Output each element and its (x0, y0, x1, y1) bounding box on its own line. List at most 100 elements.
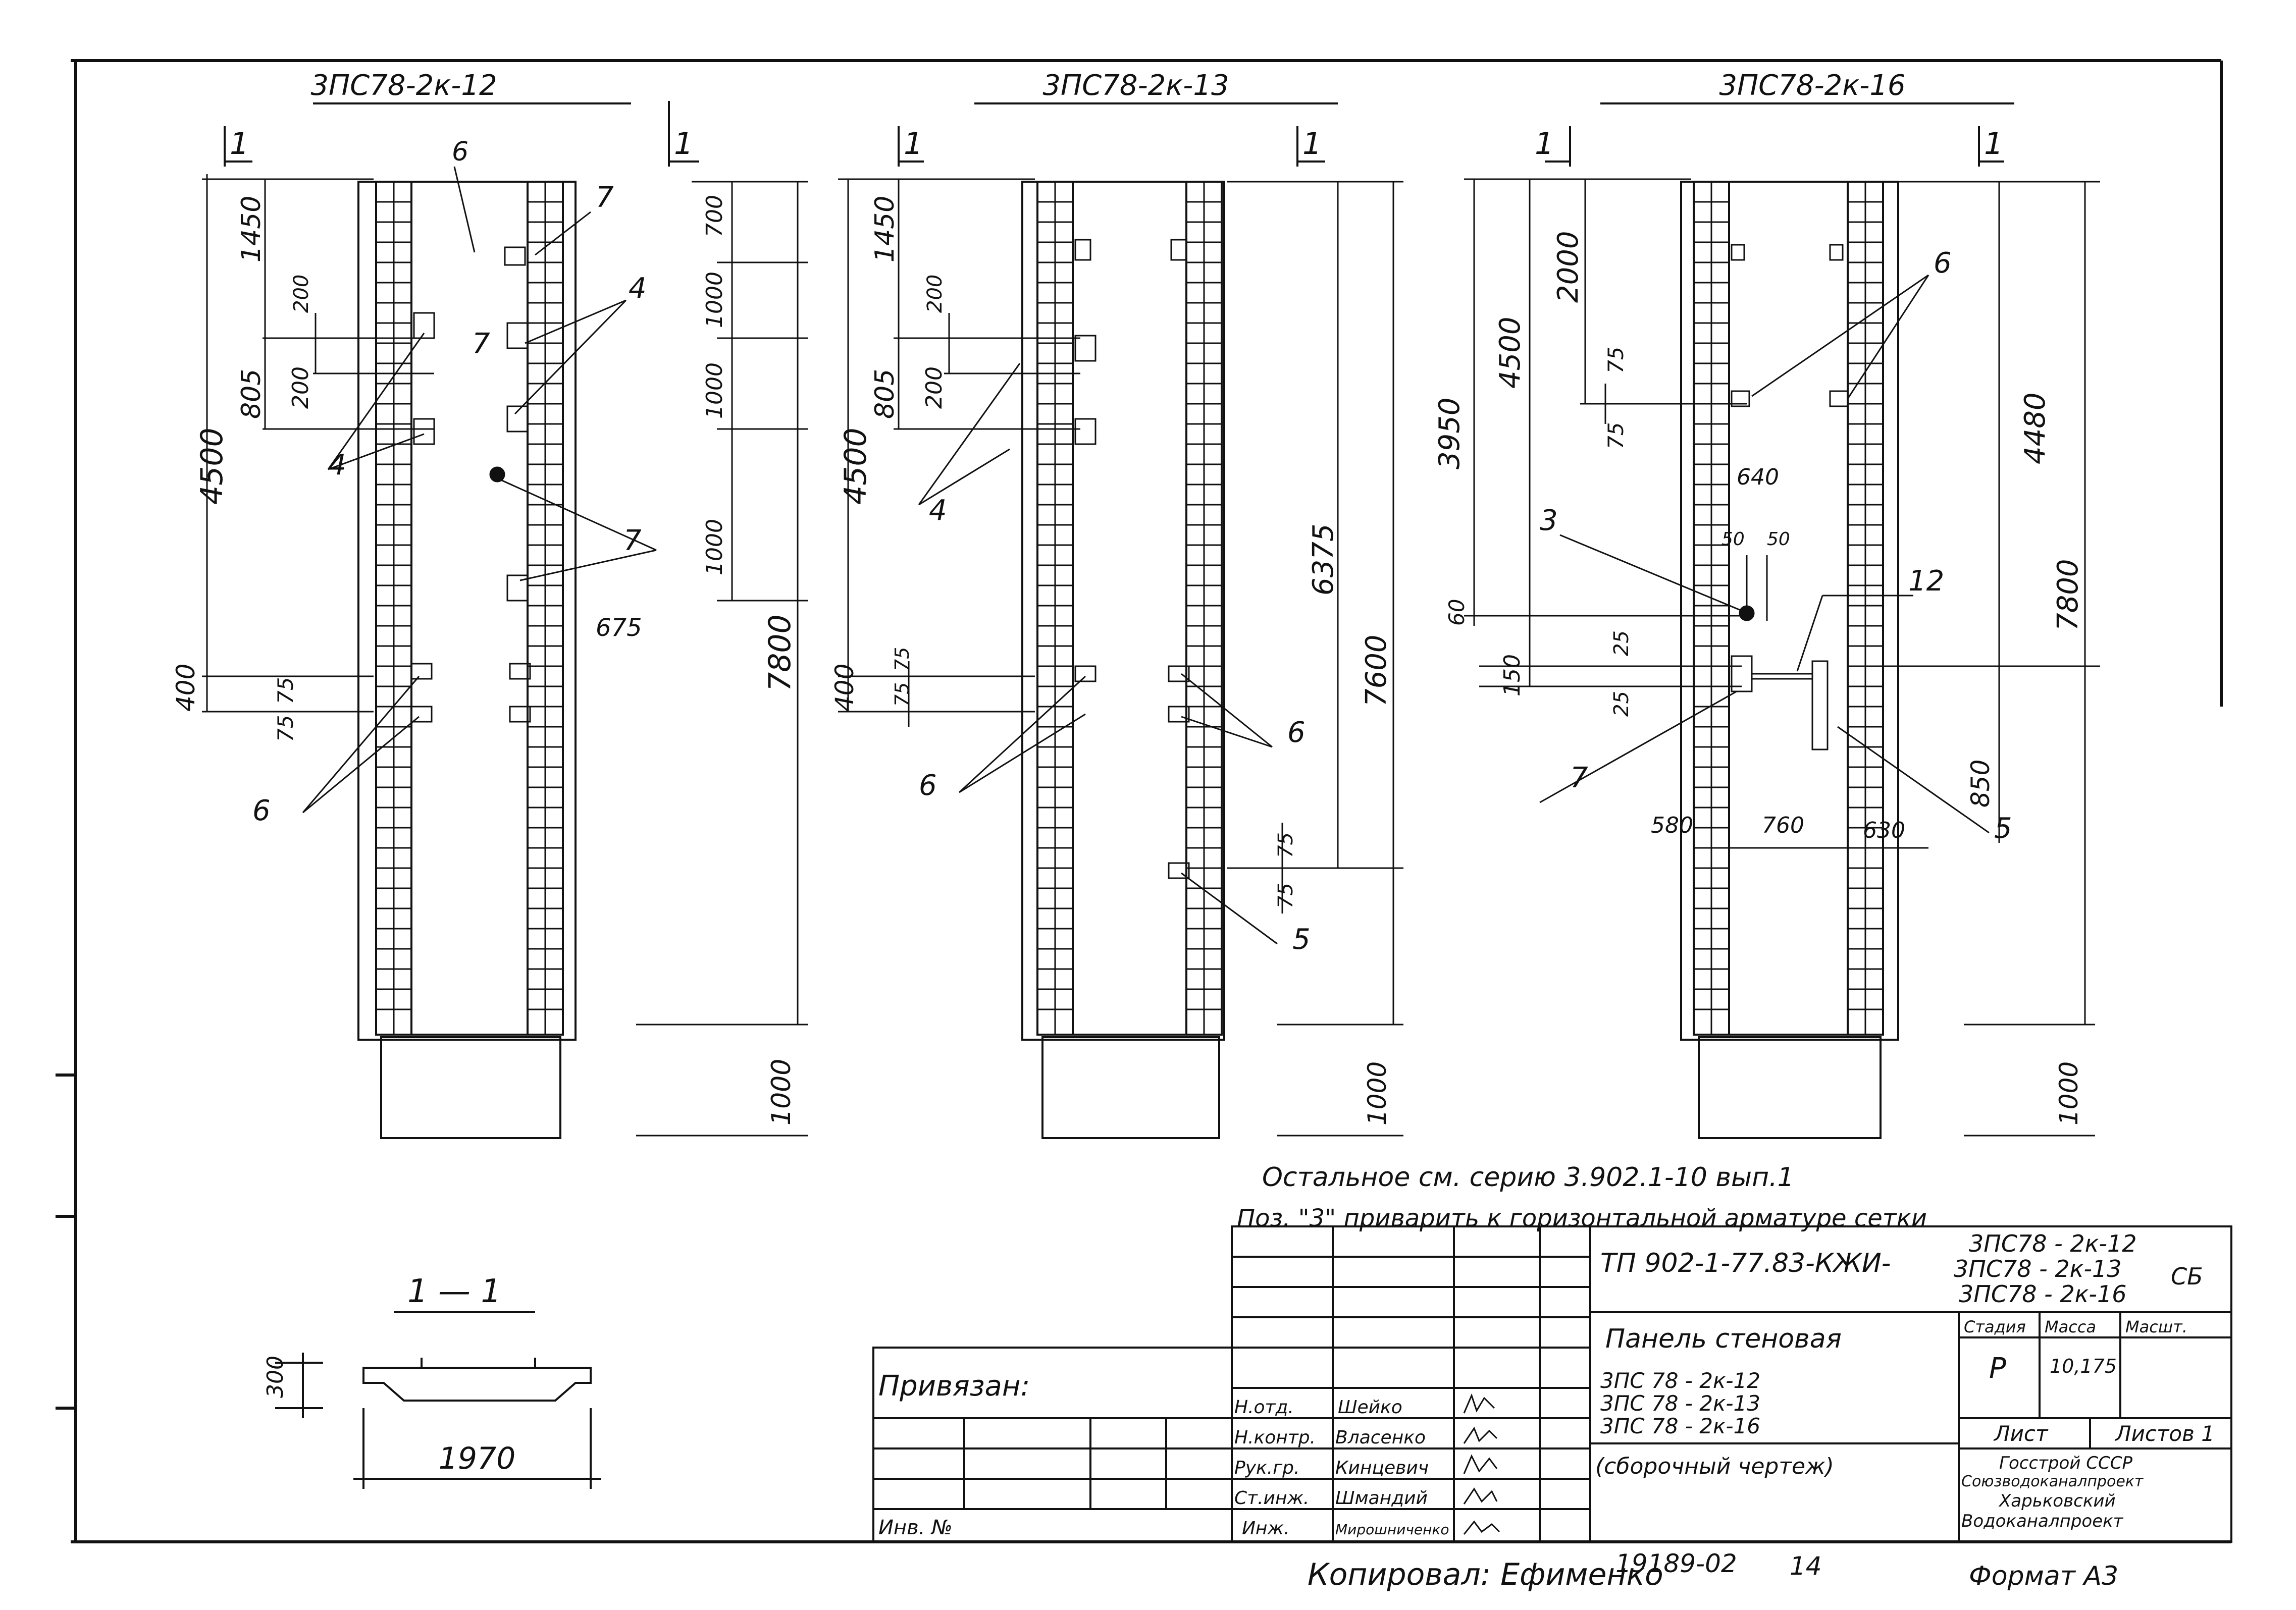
item: 3ПС 78 - 2к-13 (1600, 1391, 1760, 1416)
role: Инж. (1242, 1518, 1289, 1539)
dim: 760 (1762, 813, 1804, 838)
mark: 3ПС78 - 2к-13 (1954, 1255, 2122, 1282)
sheet-format: Формат А3 (1969, 1561, 2118, 1591)
section-mark: 1 (1535, 126, 1554, 162)
callout: 6 (919, 769, 937, 802)
note: Поз. "3" приварить к горизонтальной арма… (1237, 1204, 1927, 1232)
callout: 6 (1287, 716, 1306, 749)
dim: 3950 (1433, 397, 1466, 469)
section-mark: 1 (1984, 126, 2003, 162)
mass: 10,175 (2050, 1355, 2117, 1377)
title-block (872, 1225, 2232, 1543)
dim: 805 (870, 369, 900, 419)
dim: 4480 (2019, 392, 2052, 464)
org: Водоканалпроект (1961, 1511, 2124, 1531)
dim: 1450 (236, 196, 267, 262)
dim: 1450 (870, 196, 900, 262)
mark: 3ПС78 - 2к-16 (1959, 1280, 2127, 1308)
dim: 75 (1274, 883, 1297, 908)
dim: 150 (1499, 654, 1525, 696)
role: Рук.гр. (1234, 1458, 1299, 1478)
dim: 640 (1737, 464, 1779, 490)
dim: 200 (921, 366, 947, 409)
dim: 75 (1603, 347, 1628, 373)
dim: 700 (702, 195, 727, 237)
section-mark: 1 (230, 126, 249, 162)
person: Кинцевич (1335, 1458, 1429, 1478)
section-mark: 1 (904, 126, 923, 162)
panel-2: 3ПС78-2к-13 1 1 (830, 69, 1403, 1139)
dim: 850 (1966, 760, 1995, 808)
archive-number: 19189-02 (1615, 1549, 1737, 1578)
inv-label: Инв. № (878, 1516, 953, 1539)
dim: 1000 (766, 1059, 797, 1125)
panel-title: 3ПС78-2к-16 (1719, 69, 1905, 102)
dim: 805 (236, 369, 267, 419)
mark: 3ПС78 - 2к-12 (1969, 1230, 2137, 1257)
dim: 75 (891, 682, 913, 707)
panel-title: 3ПС78-2к-13 (1042, 69, 1229, 102)
scale-header: Масшт. (2125, 1317, 2187, 1336)
callout: 7 (596, 181, 614, 214)
dim: 75 (891, 647, 913, 671)
dim: 675 (596, 614, 642, 642)
dim: 1000 (1363, 1061, 1392, 1125)
dim: 400 (171, 664, 200, 712)
dim: 75 (1603, 422, 1628, 449)
dim: 1000 (702, 362, 727, 419)
panel-3: 3ПС78-2к-16 1 1 (1433, 69, 2100, 1139)
dim: 1970 (439, 1441, 516, 1476)
dim: 6375 (1307, 523, 1340, 596)
dim: 630 (1863, 818, 1905, 843)
callout: 5 (1994, 812, 2012, 845)
dim: 7800 (2052, 559, 2084, 631)
binding-marks (56, 1074, 76, 1410)
dim: 580 (1651, 813, 1693, 838)
dim: 4500 (838, 427, 873, 505)
dim: 25 (1610, 691, 1633, 717)
dim: 4500 (194, 427, 230, 505)
title-block-text: ТП 902-1-77.83-КЖИ- 3ПС78 - 2к-12 3ПС78 … (878, 1230, 2215, 1539)
drawing-code: ТП 902-1-77.83-КЖИ- (1600, 1248, 1891, 1278)
dim: 300 (263, 1356, 288, 1398)
bound-label: Привязан: (878, 1370, 1030, 1403)
panel-1: 3ПС78-2к-12 1 1 (171, 69, 808, 1139)
callout: 3 (1540, 504, 1558, 537)
dim: 25 (1610, 630, 1633, 656)
dim: 1000 (702, 519, 727, 575)
section-1-1: 1 — 1 300 1970 (263, 1273, 601, 1489)
callout: 7 (623, 524, 642, 557)
signatures (1463, 1393, 1500, 1535)
section-title: 1 — 1 (407, 1273, 501, 1310)
dim: 1000 (702, 272, 727, 328)
dim: 75 (273, 715, 298, 742)
dim: 200 (923, 275, 947, 313)
callout: 7 (1570, 762, 1588, 794)
callout: 7 (472, 328, 490, 360)
dim: 2000 (1552, 231, 1585, 303)
copied-by: Копировал: Ефименко (1308, 1557, 1663, 1592)
role: Н.отд. (1234, 1397, 1294, 1418)
mark-suffix: СБ (2171, 1263, 2203, 1290)
org: Союзводоканалпроект (1961, 1473, 2144, 1490)
dim: 400 (830, 664, 859, 712)
person: Шмандий (1335, 1488, 1428, 1509)
callout: 5 (1292, 923, 1311, 956)
callout: 12 (1908, 565, 1944, 598)
dim: 200 (288, 366, 314, 409)
dim: 7800 (762, 614, 798, 691)
person: Шейко (1338, 1397, 1402, 1418)
dim: 50 (1767, 529, 1790, 550)
dim: 75 (273, 677, 298, 704)
callout: 6 (252, 794, 271, 827)
dim: 200 (290, 275, 313, 313)
person: Власенко (1335, 1427, 1426, 1448)
sheets: Листов 1 (2114, 1421, 2215, 1446)
role: Ст.инж. (1234, 1488, 1309, 1509)
callout: 4 (629, 272, 647, 305)
org: Госстрой СССР (1999, 1453, 2132, 1473)
notes: Остальное см. серию 3.902.1-10 вып.1 Поз… (1237, 1162, 1927, 1232)
panel-title: 3ПС78-2к-12 (310, 69, 497, 102)
mass-header: Масса (2045, 1317, 2096, 1336)
